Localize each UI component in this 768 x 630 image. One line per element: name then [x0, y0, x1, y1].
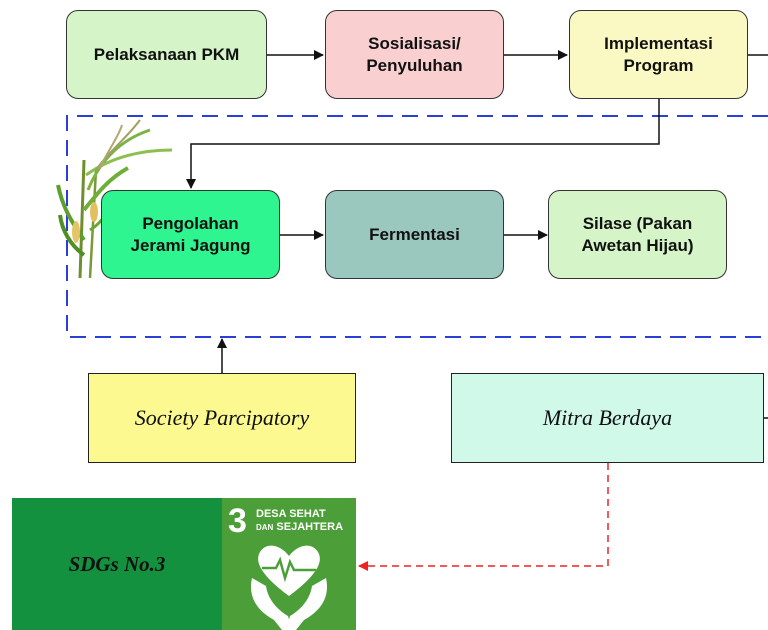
node-implementasi: Implementasi Program — [569, 10, 748, 99]
sdg-label-panel: SDGs No.3 — [12, 498, 222, 630]
node-fermentasi: Fermentasi — [325, 190, 504, 279]
arrow-implementasi-to-pengolahan — [186, 99, 660, 189]
sdg-number: 3 — [228, 502, 247, 540]
sdg-label: SDGs No.3 — [68, 551, 166, 576]
node-silase-label: Silase (Pakan Awetan Hijau) — [581, 214, 694, 255]
node-mitra-berdaya: Mitra Berdaya — [451, 373, 764, 463]
node-pelaksanaan-pkm: Pelaksanaan PKM — [66, 10, 267, 99]
arrow-mitra-to-sdg — [358, 463, 609, 571]
dashed-group-frame — [66, 115, 768, 338]
node-society-label: Society Parcipatory — [134, 405, 310, 430]
node-pelaksanaan-pkm-label: Pelaksanaan PKM — [93, 44, 240, 64]
node-mitra-label: Mitra Berdaya — [542, 405, 673, 430]
sdg-title-line2: DAN SEJAHTERA — [256, 522, 343, 533]
node-fermentasi-label: Fermentasi — [369, 224, 460, 244]
sdg-title-line2-main: SEJAHTERA — [276, 521, 344, 533]
node-sosialisasi-label: Sosialisasi/ Penyuluhan — [366, 34, 463, 75]
node-sosialisasi: Sosialisasi/ Penyuluhan — [325, 10, 504, 99]
sdg-title-line2-prefix: DAN — [256, 523, 274, 532]
node-implementasi-label: Implementasi Program — [604, 34, 713, 75]
sdg-title-line1: DESA SEHAT — [256, 508, 326, 520]
corn-plant-illustration — [56, 119, 173, 279]
node-silase: Silase (Pakan Awetan Hijau) — [548, 190, 727, 279]
heart-hands-icon — [250, 545, 328, 630]
node-pengolahan-label: Pengolahan Jerami Jagung — [130, 214, 251, 255]
node-society-parcipatory: Society Parcipatory — [88, 373, 356, 463]
sdg-goal-tile: 3 DESA SEHAT DAN SEJAHTERA — [222, 498, 356, 630]
node-pengolahan: Pengolahan Jerami Jagung — [101, 190, 280, 279]
